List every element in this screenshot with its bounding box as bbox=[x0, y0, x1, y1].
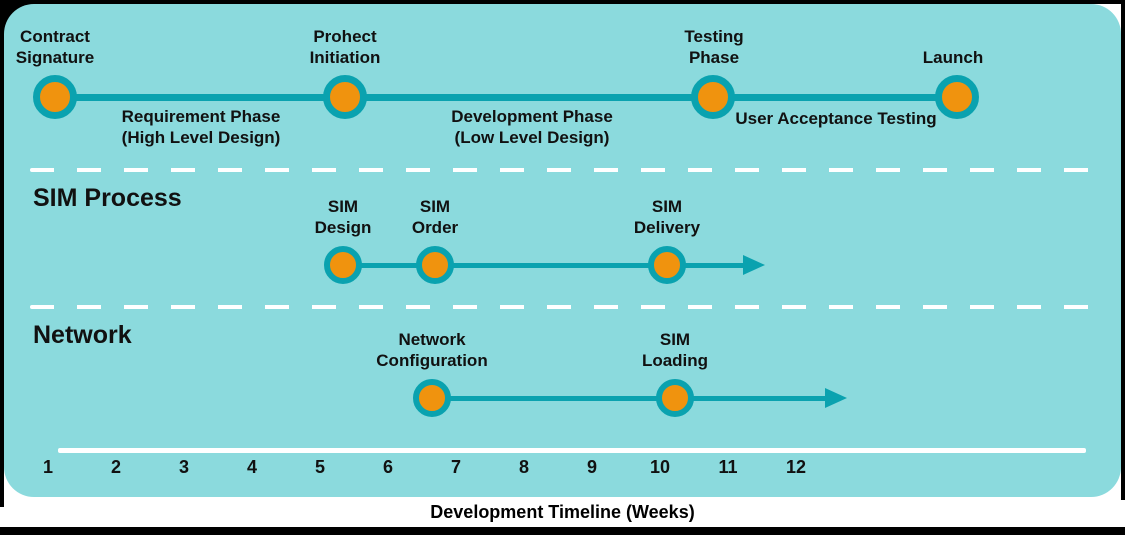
week-tick-7: 7 bbox=[450, 457, 461, 477]
sim-process-arrow-icon bbox=[743, 255, 765, 275]
dashed-separator-bottom bbox=[30, 305, 1096, 309]
frame-border-top bbox=[0, 0, 1125, 4]
week-tick-3: 3 bbox=[178, 457, 189, 477]
milestone-label-network-configuration: Network Configuration bbox=[376, 330, 488, 370]
milestone-label-sim-order: SIM Order bbox=[411, 197, 459, 237]
dashed-separator-top bbox=[30, 168, 1096, 172]
frame-border-bottom bbox=[0, 527, 1125, 535]
milestone-node-project-initiation bbox=[323, 75, 367, 119]
milestone-node-sim-loading bbox=[656, 379, 694, 417]
axis-caption: Development Timeline (Weeks) bbox=[430, 502, 695, 522]
section-title-sim-process: SIM Process bbox=[33, 184, 182, 212]
week-tick-10: 10 bbox=[649, 457, 671, 477]
section-title-network: Network bbox=[33, 321, 132, 349]
milestone-node-contract-signature bbox=[33, 75, 77, 119]
milestone-label-project-initiation: Prohect Initiation bbox=[309, 27, 381, 67]
milestone-label-launch: Launch bbox=[922, 48, 984, 67]
week-tick-5: 5 bbox=[314, 457, 325, 477]
week-tick-2: 2 bbox=[110, 457, 121, 477]
milestone-label-sim-loading: SIM Loading bbox=[641, 330, 709, 370]
phase-label-development: Development Phase (Low Level Design) bbox=[451, 107, 613, 147]
frame-border-left bbox=[0, 0, 4, 507]
network-arrow-icon bbox=[825, 388, 847, 408]
frame-border-right bbox=[1121, 0, 1125, 500]
milestone-node-launch bbox=[935, 75, 979, 119]
milestone-label-testing-phase: Testing Phase bbox=[684, 27, 744, 67]
main-timeline-line bbox=[55, 94, 957, 101]
week-tick-9: 9 bbox=[586, 457, 597, 477]
phase-label-user-acceptance-testing: User Acceptance Testing bbox=[735, 109, 937, 128]
week-tick-1: 1 bbox=[42, 457, 53, 477]
diagram-background-panel bbox=[4, 4, 1121, 497]
week-tick-8: 8 bbox=[518, 457, 529, 477]
milestone-label-sim-delivery: SIM Delivery bbox=[633, 197, 701, 237]
sim-process-line bbox=[343, 263, 747, 268]
week-axis-line bbox=[58, 448, 1086, 453]
phase-label-requirement: Requirement Phase (High Level Design) bbox=[121, 107, 281, 147]
milestone-node-sim-delivery bbox=[648, 246, 686, 284]
milestone-node-network-configuration bbox=[413, 379, 451, 417]
milestone-label-contract-signature: Contract Signature bbox=[15, 27, 95, 67]
week-tick-11: 11 bbox=[718, 457, 738, 477]
milestone-node-sim-order bbox=[416, 246, 454, 284]
week-tick-6: 6 bbox=[382, 457, 393, 477]
week-tick-4: 4 bbox=[246, 457, 257, 477]
network-line bbox=[432, 396, 828, 401]
week-tick-12: 12 bbox=[785, 457, 807, 477]
milestone-label-sim-design: SIM Design bbox=[314, 197, 372, 237]
milestone-node-testing-phase bbox=[691, 75, 735, 119]
milestone-node-sim-design bbox=[324, 246, 362, 284]
